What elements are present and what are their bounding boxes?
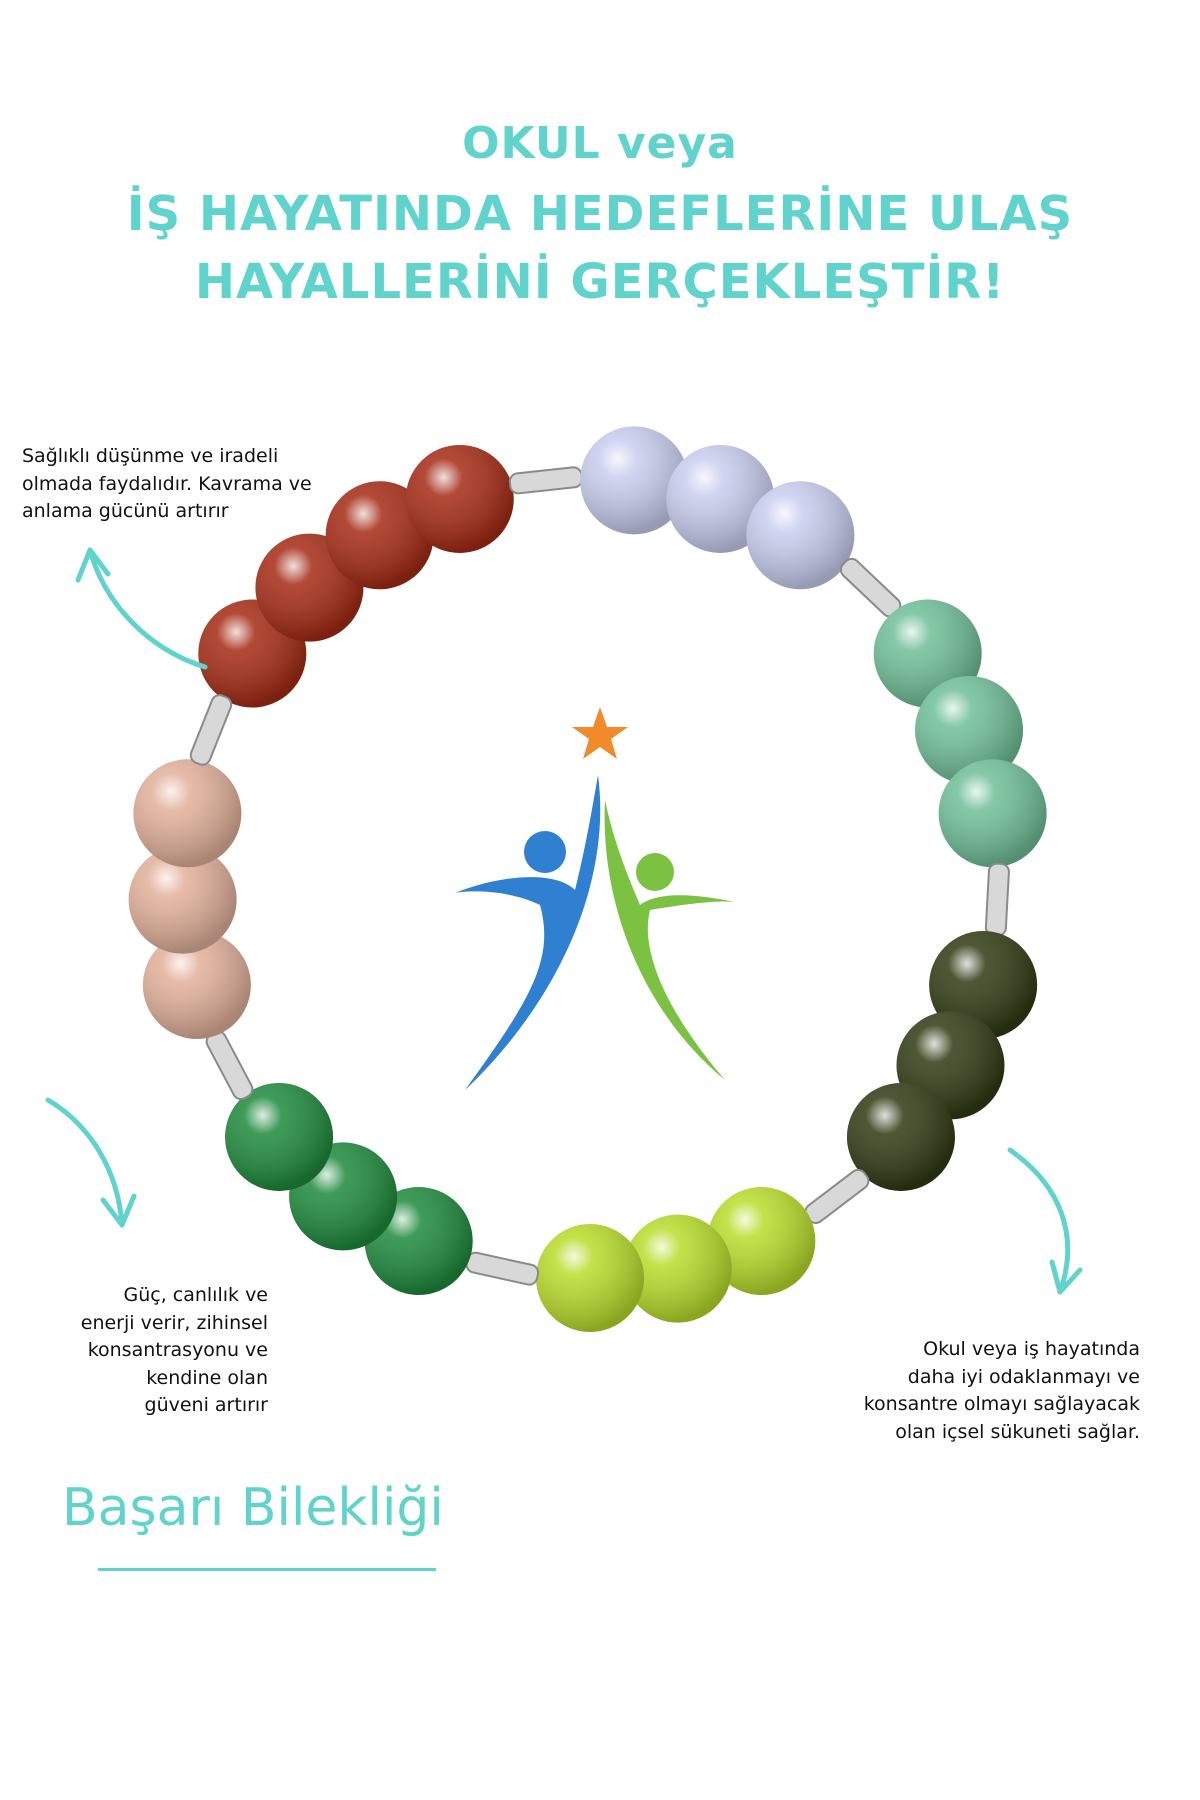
bead-shine (746, 481, 855, 590)
silver-spacer (205, 1030, 254, 1101)
bracelet (128, 426, 1047, 1332)
blue-figure-head (524, 831, 566, 873)
headline-line-1: OKUL veya (462, 118, 738, 169)
silver-spacer (804, 1168, 870, 1224)
curved-arrow-down-left-icon (45, 1097, 137, 1228)
silver-spacer (839, 557, 902, 618)
silver-spacer (508, 466, 583, 495)
product-name: Başarı Bilekliği (62, 1478, 444, 1538)
silver-spacer (984, 862, 1010, 937)
caption-line: Okul veya iş hayatında (923, 1338, 1140, 1360)
caption-line: anlama gücünü artırır (22, 500, 229, 523)
bead-shine (580, 426, 689, 535)
green-figure-head (636, 853, 674, 891)
silver-spacer (465, 1251, 540, 1286)
curved-arrow-up-icon (75, 547, 208, 670)
blue-figure-body (455, 775, 601, 1090)
silver-spacer (189, 694, 233, 766)
green-figure-body (604, 800, 735, 1080)
headline-line-3: HAYALLERİNİ GERÇEKLEŞTİR! (194, 254, 1006, 310)
product-name-underline (98, 1568, 436, 1571)
caption-line: enerji verir, zihinsel (80, 1311, 268, 1334)
bead-shine (536, 1224, 644, 1332)
bead-shine (142, 931, 251, 1040)
headline-line-2: İŞ HAYATINDA HEDEFLERİNE ULAŞ (126, 186, 1074, 242)
caption-line: Sağlıklı düşünme ve iradeli (22, 445, 279, 467)
caption-line: güveni artırır (144, 1394, 268, 1417)
bead-shine (846, 1082, 955, 1191)
bead-shine (707, 1187, 816, 1296)
bead-shine (225, 1082, 334, 1191)
curved-arrow-down-right-icon (1007, 1147, 1083, 1295)
success-people-logo-icon (455, 707, 735, 1090)
bead-shine (915, 675, 1024, 784)
caption-olive-stone: Okul veya iş hayatında daha iyi odaklanm… (770, 1336, 1140, 1446)
caption-line: kendine olan (146, 1366, 268, 1389)
caption-line: olan içsel sükuneti sağlar. (895, 1420, 1140, 1443)
caption-line: konsantrasyonu ve (87, 1339, 268, 1362)
caption-line: daha iyi odaklanmayı ve (907, 1365, 1140, 1388)
bead-shine (128, 845, 237, 954)
bead-shine (133, 759, 242, 868)
bead-shine (938, 759, 1047, 868)
star-icon (572, 707, 628, 759)
caption-line: konsantre olmayı sağlayacak (863, 1393, 1140, 1416)
bead-shine (405, 444, 514, 553)
bead-shine (623, 1214, 732, 1323)
caption-line: olmada faydalıdır. Kavrama ve (22, 472, 312, 495)
caption-green-stone: Güç, canlılık ve enerji verir, zihinsel … (20, 1282, 268, 1420)
caption-line: Güç, canlılık ve (123, 1284, 268, 1306)
caption-red-stone: Sağlıklı düşünme ve iradeli olmada fayda… (22, 443, 402, 526)
